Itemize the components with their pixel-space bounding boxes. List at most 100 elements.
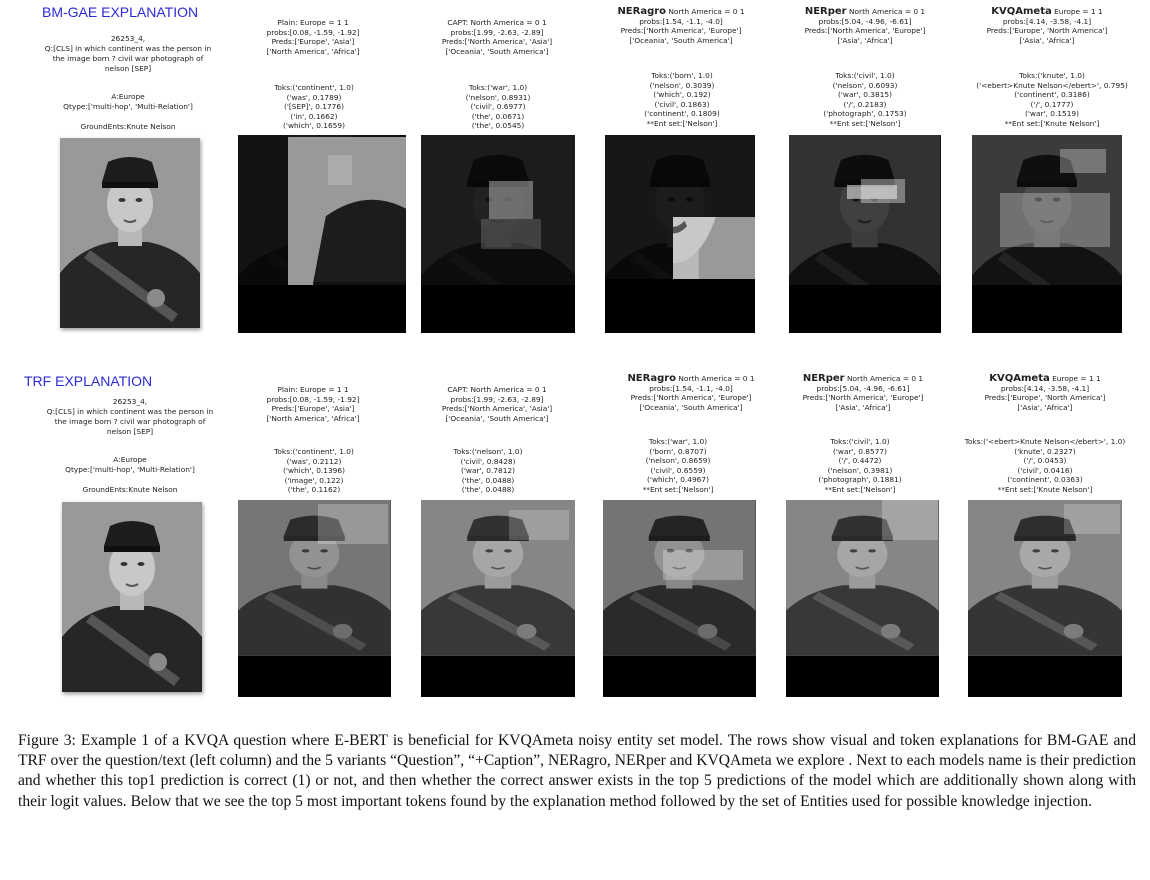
model-prediction: North America = 0 1	[846, 374, 924, 383]
token-item: ('/', 0.2183)	[843, 99, 887, 109]
heatmap-bmgae-neragro	[605, 135, 755, 333]
token-item: Toks:('civil', 1.0)	[835, 71, 895, 80]
question-line: nelson [SEP]	[106, 427, 154, 436]
entity-set: **Ent set:['Nelson']	[642, 484, 714, 494]
token-list: Toks:('civil', 1.0) ('nelson', 0.6093) (…	[775, 71, 955, 129]
model-preds: Preds:['North America', 'Europe']	[802, 393, 924, 403]
heatmap-bmgae-nerper	[789, 135, 941, 333]
model-probs: probs:[0.08, -1.59, -1.92]	[266, 27, 360, 37]
model-prediction: Europe = 1 1	[1052, 374, 1101, 383]
model-preds: Preds:['North America', 'Europe']	[630, 393, 752, 403]
model-header-capt: CAPT: North America = 0 1 probs:[1.99, -…	[412, 18, 582, 56]
answer-text: A:Europe	[113, 455, 147, 464]
token-item: Toks:('war', 1.0)	[648, 437, 708, 446]
model-name: NERper	[804, 6, 847, 17]
question-id: 26253_4,	[112, 397, 148, 406]
question-line: the image born ? civil war photograph of	[52, 54, 204, 63]
model-probs: probs:[5.04, -4.96, -6.61]	[818, 16, 912, 26]
entity-set: **Ent set:['Nelson']	[824, 484, 896, 494]
token-item: ('knute', 0.2327)	[1014, 446, 1076, 456]
token-item: ('photograph', 0.1881)	[818, 475, 902, 485]
token-list: Toks:('war', 1.0) ('born', 0.8707) ('nel…	[588, 437, 768, 495]
token-item: ('war', 0.3815)	[837, 90, 892, 100]
token-item: ('was', 0.1789)	[286, 92, 342, 102]
model-preds: Preds:['North America', 'Europe']	[804, 26, 926, 36]
model-name: KVQAmeta	[989, 373, 1050, 384]
model-header-nerper: NERper North America = 0 1 probs:[5.04, …	[778, 374, 948, 412]
model-preds: ['Asia', 'Africa']	[1019, 35, 1075, 45]
token-item: ('the', 0.0671)	[471, 111, 525, 121]
token-item: Toks:('continent', 1.0)	[274, 447, 354, 456]
model-prediction: North America = 0 1	[678, 374, 755, 383]
token-item: ('the', 0.1162)	[287, 485, 341, 495]
model-probs: probs:[5.04, -4.96, -6.61]	[816, 383, 910, 393]
model-probs: probs:[1.99, -2.63, -2.89]	[450, 394, 544, 404]
token-item: ('which', 0.1659)	[283, 121, 345, 131]
model-header-kvqameta: KVQAmeta Europe = 1 1 probs:[4.14, -3.58…	[962, 7, 1132, 45]
token-item: ('which', 0.4967)	[647, 475, 709, 485]
model-header-kvqameta: KVQAmeta Europe = 1 1 probs:[4.14, -3.58…	[960, 374, 1130, 412]
answer-text: A:Europe	[111, 92, 145, 101]
model-header-capt: CAPT: North America = 0 1 probs:[1.99, -…	[412, 385, 582, 423]
token-item: ('/', 0.4472)	[838, 456, 882, 466]
model-preds: ['Asia', 'Africa']	[837, 35, 893, 45]
token-item: ('war', 0.7812)	[460, 466, 515, 476]
model-prediction: North America = 0 1	[848, 7, 926, 16]
qtype-text: Qtype:['multi-hop', 'Multi-Relation']	[65, 465, 195, 474]
token-item: ('continent', 0.0363)	[1007, 475, 1083, 485]
model-preds: ['Asia', 'Africa']	[1017, 402, 1073, 412]
model-preds: Preds:['Europe', 'North America']	[986, 26, 1108, 36]
token-item: ('nelson', 0.8659)	[645, 456, 711, 466]
question-line: the image born ? civil war photograph of	[54, 417, 206, 426]
model-header-neragro: NERagro North America = 0 1 probs:[1.54,…	[596, 7, 766, 45]
ground-entities: GroundEnts:Knute Nelson	[82, 485, 178, 494]
token-item: ('image', 0.122)	[284, 475, 344, 485]
question-id: 26253_4,	[110, 34, 146, 43]
model-probs: probs:[1.54, -1.1, -4.0]	[649, 383, 733, 393]
token-item: Toks:('war', 1.0)	[468, 83, 528, 92]
token-list: Toks:('war', 1.0) ('nelson', 0.8931) ('c…	[408, 83, 588, 131]
token-item: ('civil', 0.8428)	[460, 456, 516, 466]
token-item: ('civil', 0.1863)	[654, 99, 710, 109]
token-item: Toks:('civil', 1.0)	[830, 437, 890, 446]
question-line: Q:[CLS] in which continent was the perso…	[46, 407, 214, 416]
token-item: ('<ebert>Knute Nelson</ebert>', 0.795)	[976, 80, 1128, 90]
entity-set: **Ent set:['Knute Nelson']	[997, 484, 1093, 494]
model-preds: ['Oceania', 'South America']	[629, 35, 733, 45]
model-name: NERper	[802, 373, 845, 384]
token-item: ('nelson', 0.6093)	[832, 80, 898, 90]
model-prediction: North America = 0 1	[668, 7, 745, 16]
entity-set: **Ent set:['Nelson']	[646, 118, 718, 128]
token-item: Toks:('knute', 1.0)	[1019, 71, 1085, 80]
section-title-trf: TRF EXPLANATION	[24, 373, 153, 389]
token-item: ('civil', 0.0416)	[1017, 465, 1073, 475]
token-item: ('war', 0.8577)	[832, 446, 887, 456]
entity-set: **Ent set:['Knute Nelson']	[1004, 118, 1100, 128]
token-item: ('/', 0.1777)	[1030, 99, 1074, 109]
token-list: Toks:('knute', 1.0) ('<ebert>Knute Nelso…	[952, 71, 1150, 129]
question-line: nelson [SEP]	[104, 64, 152, 73]
model-probs: probs:[1.99, -2.63, -2.89]	[450, 27, 544, 37]
model-prediction: Plain: Europe = 1 1	[277, 18, 349, 27]
heatmap-trf-kvqameta	[968, 500, 1122, 697]
model-prediction: Europe = 1 1	[1054, 7, 1103, 16]
model-header-nerper: NERper North America = 0 1 probs:[5.04, …	[780, 7, 950, 45]
heatmap-bmgae-plain	[238, 135, 406, 333]
model-preds: Preds:['Europe', 'North America']	[984, 393, 1106, 403]
model-header-neragro: NERagro North America = 0 1 probs:[1.54,…	[606, 374, 776, 412]
model-preds: Preds:['Europe', 'Asia']	[271, 37, 355, 47]
token-item: Toks:('born', 1.0)	[651, 71, 713, 80]
token-item: ('continent', 0.1809)	[644, 109, 720, 119]
question-info: 26253_4, Q:[CLS] in which continent was …	[30, 397, 230, 495]
figure-caption: Figure 3: Example 1 of a KVQA question w…	[18, 732, 1136, 810]
token-item: ('the', 0.0545)	[471, 121, 525, 131]
model-header-plain: Plain: Europe = 1 1 probs:[0.08, -1.59, …	[228, 385, 398, 423]
token-list: Toks:('nelson', 1.0) ('civil', 0.8428) (…	[398, 447, 578, 495]
ground-entities: GroundEnts:Knute Nelson	[80, 122, 176, 131]
entity-set: **Ent set:['Nelson']	[829, 118, 901, 128]
heatmap-trf-neragro	[603, 500, 756, 697]
question-line: Q:[CLS] in which continent was the perso…	[44, 44, 212, 53]
model-name: KVQAmeta	[991, 6, 1052, 17]
token-item: Toks:('continent', 1.0)	[274, 83, 354, 92]
token-item: ('nelson', 0.3981)	[827, 465, 893, 475]
